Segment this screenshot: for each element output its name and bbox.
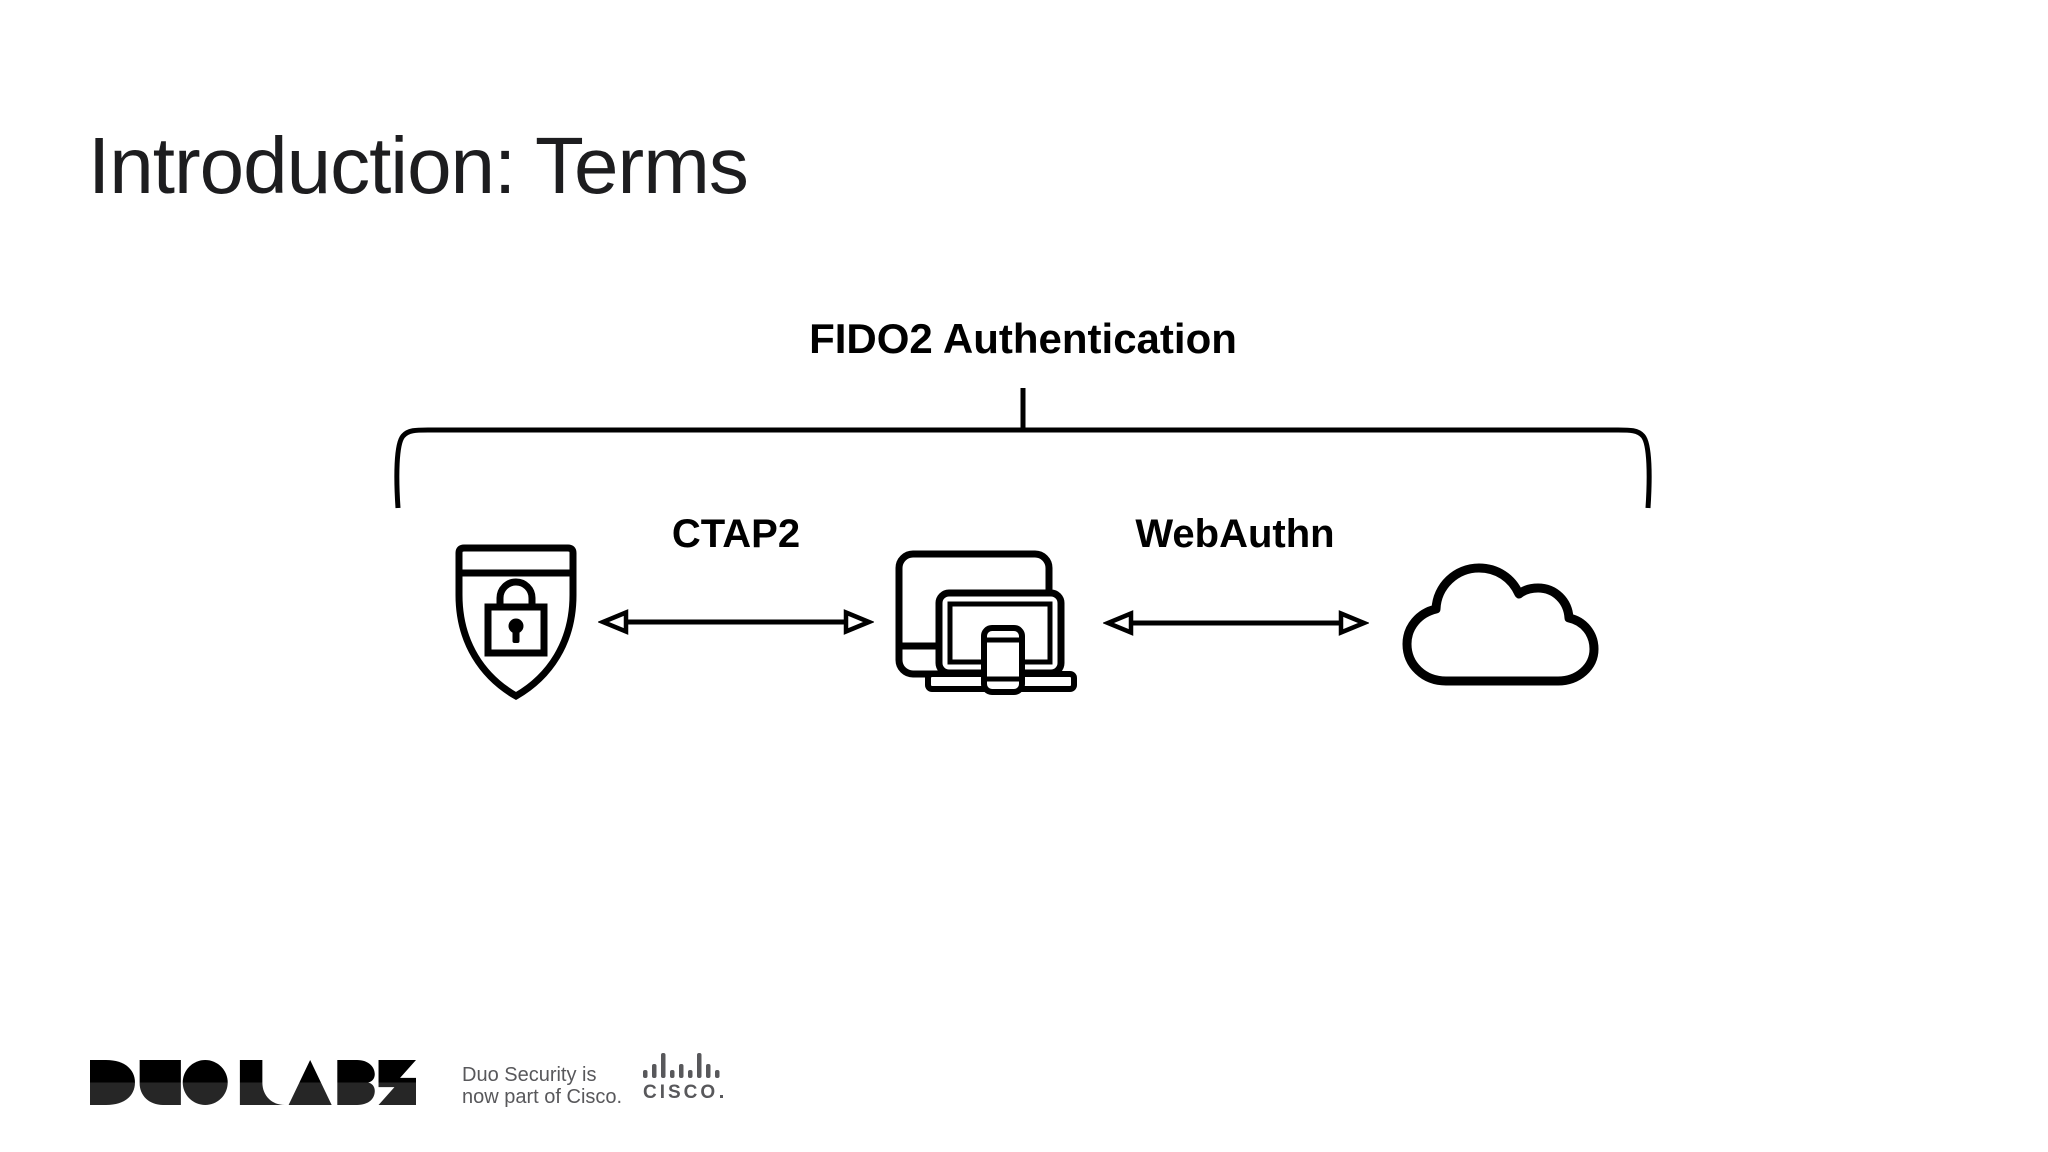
page-title: Introduction: Terms	[88, 121, 749, 210]
double-arrow-webauthn	[1103, 610, 1369, 636]
bracket-shape	[394, 388, 1652, 509]
footer-tagline-line1: Duo Security is	[462, 1064, 597, 1086]
link-label-ctap2: CTAP2	[671, 512, 801, 556]
cisco-logo: CISCO	[643, 1053, 753, 1104]
cisco-bridge-bars-icon	[643, 1053, 720, 1078]
duo-labs-logo	[90, 1060, 416, 1105]
cisco-wordmark-text: CISCO	[643, 1082, 719, 1103]
footer-tagline-line2: now part of Cisco.	[462, 1086, 623, 1108]
cisco-trademark-dot	[720, 1095, 724, 1098]
cloud-icon	[1402, 563, 1599, 686]
link-label-webauthn: WebAuthn	[1135, 512, 1335, 556]
devices-icon	[895, 550, 1077, 695]
cisco-wordmark: CISCO	[643, 1082, 753, 1104]
diagram-heading: FIDO2 Authentication	[809, 315, 1237, 362]
shield-lock-icon	[455, 544, 577, 701]
footer-tagline: Duo Security is now part of Cisco.	[462, 1064, 622, 1108]
double-arrow-ctap2	[598, 609, 874, 635]
